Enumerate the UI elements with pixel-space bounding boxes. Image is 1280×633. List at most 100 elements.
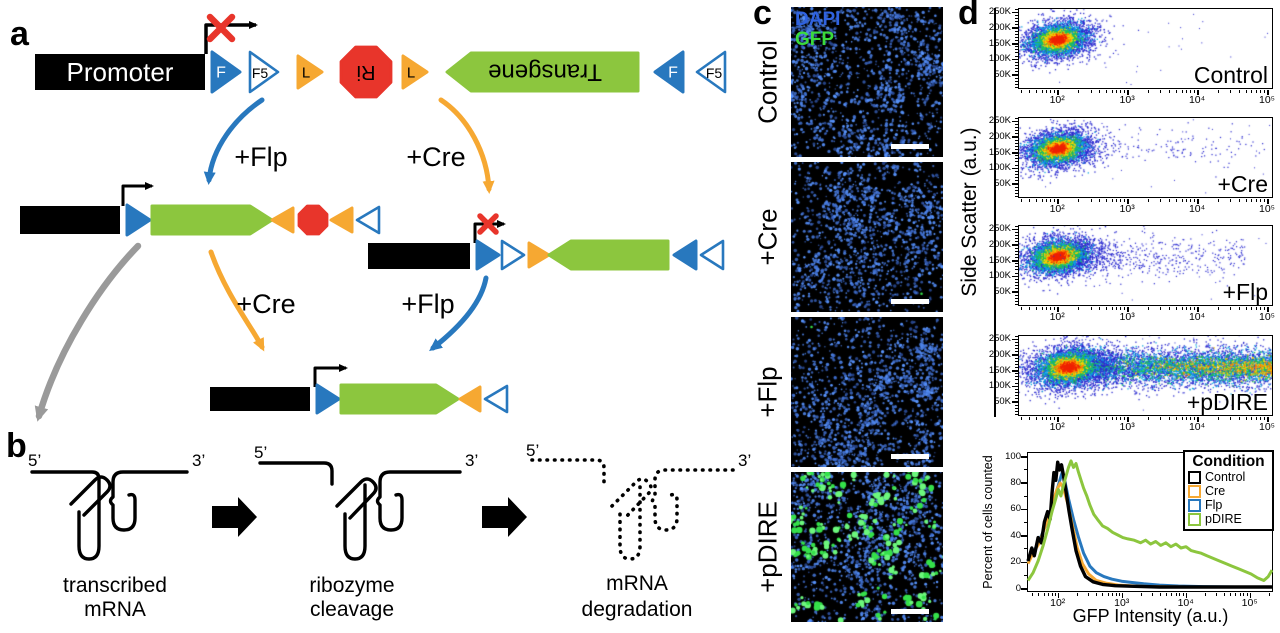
y-tick [1012,11,1018,14]
y-tick [1012,401,1018,403]
caption-line1: mRNA [606,572,668,595]
legend-label: Flp [1205,497,1223,512]
histogram-series-control [1026,460,1272,589]
loxp-label: L [302,65,310,82]
y-tick [1012,385,1018,388]
y-tick [1012,43,1018,45]
pdire-swatch-icon [1188,512,1201,526]
legend-title: Condition [1192,453,1265,470]
row-label: +Flp [752,366,783,418]
legend: Condition Control Cre Flp pDIRE [1183,450,1274,531]
y-tick [1012,74,1018,76]
legend-label: Control [1205,469,1246,484]
three-prime-label: 3’ [465,451,478,470]
y-tick [1012,136,1018,138]
density-plot-canvas [1019,226,1272,305]
transcription-arrow-blocked [473,220,506,243]
microscopy-image-flp [791,317,943,467]
y-tick-label: 200K [988,348,1011,360]
row-label: Control [752,40,783,124]
ribozyme-octagon [339,45,393,99]
y-tick [1012,167,1018,170]
legend-item: pDIRE [1188,512,1269,526]
f5-label: F5 [252,65,269,81]
transcription-to-mrna-arrow [34,242,142,422]
construct-expressed [210,364,509,415]
construct-after-flp [20,182,381,237]
five-prime-label: 5’ [28,451,41,470]
cre-swatch-icon [1188,484,1201,498]
five-prime-label: 5’ [526,441,539,460]
scale-bar [891,144,929,149]
loxp-label: L [407,65,415,82]
transcription-arrow-active [313,364,348,387]
y-tick [1012,354,1018,356]
loxp-site [329,206,354,234]
promoter-label: Promoter [67,57,174,87]
plot-label: +Flp [1222,278,1268,305]
five-prime-label: 5’ [254,443,267,462]
caption-line1: transcribed [63,574,167,597]
panel-c-label: c [753,0,772,32]
histogram-series-pdire [1026,459,1274,582]
y-tick-label: 50K [994,285,1011,297]
legend-item: Flp [1188,498,1269,512]
density-plot-canvas [1019,336,1272,415]
f5-site [483,384,509,414]
y-tick-label: 150K [988,146,1011,158]
density-plot-canvas [1019,118,1272,197]
legend-label: Cre [1205,483,1226,498]
frt-site [475,239,501,271]
panel-b-mrna-diagram: b 5’ 3’ transcribed mRNA 5’ 3’ ribozyme … [6,427,751,621]
transcription-arrow-blocked [204,21,258,54]
f5-site [248,50,280,94]
y-tick [1012,275,1018,278]
row-label: +pDIRE [752,501,783,593]
y-tick [1012,370,1018,372]
flow-plot-pdire: +pDIRE [1018,335,1273,416]
y-tick [1012,338,1018,341]
loxp-site [458,385,482,413]
loxp-site [401,54,429,90]
y-tick-label: 250K [988,6,1011,18]
frt-site [653,50,685,94]
loxp-site [270,206,295,234]
transgene-arrow [339,383,460,415]
flp-arrow [429,275,489,352]
frt-label: F [668,65,678,82]
y-tick [1012,244,1018,246]
construct-after-cre [368,213,725,271]
y-tick-label: 50K [994,395,1011,407]
dapi-stain-label: DAPI [795,9,841,30]
microscopy-image-pdire [791,472,943,622]
y-tick-label: 200K [988,21,1011,33]
cre-label: +Cre [406,142,465,172]
y-tick-label: 250K [988,115,1011,127]
panel-a-label: a [10,15,30,53]
y-tick [1012,291,1018,293]
transgene-arrow-inverted [445,51,640,93]
y-tick-label: 150K [988,254,1011,266]
loxp-site [527,241,551,269]
y-tick-label: 200K [988,130,1011,142]
panel-d-label: d [958,0,979,32]
y-tick-label: 150K [988,364,1011,376]
cre-arrow [438,97,495,194]
density-plot-canvas [1019,9,1272,88]
loxp-site [296,54,324,90]
construct-original: Promoter F F5 L Ri L Transgene F F5 [35,13,727,99]
y-axis-line [994,8,996,417]
step-arrow-icon [212,497,257,537]
y-tick [1012,120,1018,123]
caption-line2: mRNA [84,598,146,621]
plot-label: +Cre [1217,170,1269,197]
y-tick [1012,58,1018,61]
y-tick [1012,183,1018,185]
three-prime-label: 3’ [738,451,751,470]
f5-site [699,239,725,271]
y-tick-label: 100K [988,53,1011,65]
plot-label: Control [1193,61,1268,88]
